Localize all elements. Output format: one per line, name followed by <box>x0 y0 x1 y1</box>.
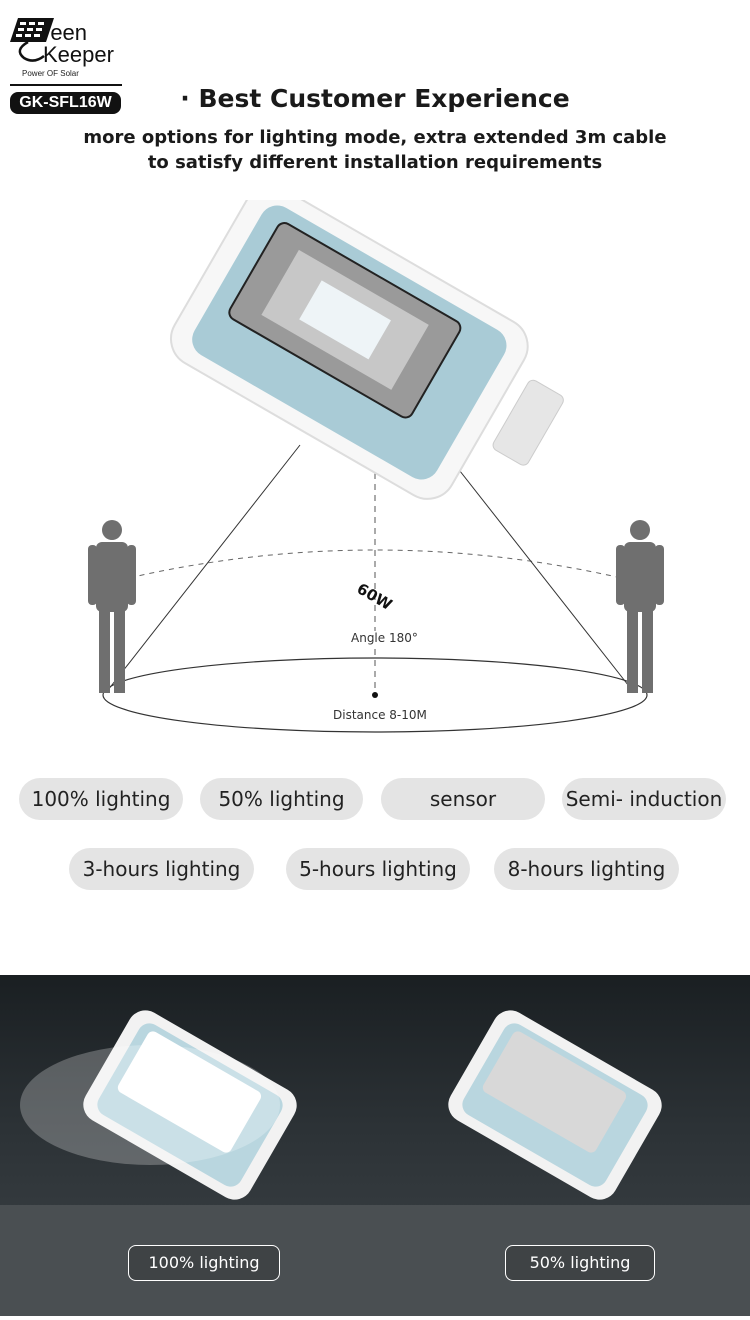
subtitle-line2: to satisfy different installation requir… <box>147 152 603 173</box>
logo-text-line2: Keeper <box>43 42 114 67</box>
flood-light-image <box>170 200 564 500</box>
person-left-icon <box>88 520 136 693</box>
mode-100-lighting: 100% lighting <box>19 778 183 820</box>
angle-arc <box>119 549 631 581</box>
demo-label-50: 50% lighting <box>505 1245 655 1281</box>
solar-panel-icon <box>10 18 54 62</box>
beam-line-right <box>444 451 633 691</box>
distance-label: Distance 8-10M <box>329 708 431 722</box>
mode-semi-induction: Semi- induction <box>562 778 726 820</box>
coverage-ellipse <box>102 657 648 733</box>
illumination-diagram: 60W <box>88 200 664 733</box>
lamp-bright-image <box>83 1010 297 1200</box>
page-title: · Best Customer Experience <box>180 84 570 113</box>
divider <box>10 84 122 86</box>
lamp-dim-image <box>448 1010 662 1200</box>
brand-logo <box>8 16 56 70</box>
tagline: Power OF Solar <box>22 69 79 78</box>
demo-label-100: 100% lighting <box>128 1245 280 1281</box>
subtitle: more options for lighting mode, extra ex… <box>0 125 750 175</box>
person-right-icon <box>616 520 664 693</box>
mode-5-hours: 5-hours lighting <box>286 848 470 890</box>
angle-label: Angle 180° <box>347 631 422 645</box>
mode-50-lighting: 50% lighting <box>200 778 363 820</box>
model-badge: GK-SFL16W <box>10 92 121 114</box>
logo-text-line1: reen <box>43 20 88 45</box>
subtitle-line1: more options for lighting mode, extra ex… <box>83 127 667 148</box>
night-demo-photo <box>0 975 750 1316</box>
mode-8-hours: 8-hours lighting <box>494 848 679 890</box>
beam-line-left <box>107 444 301 691</box>
mode-sensor: sensor <box>381 778 545 820</box>
mode-3-hours: 3-hours lighting <box>69 848 254 890</box>
